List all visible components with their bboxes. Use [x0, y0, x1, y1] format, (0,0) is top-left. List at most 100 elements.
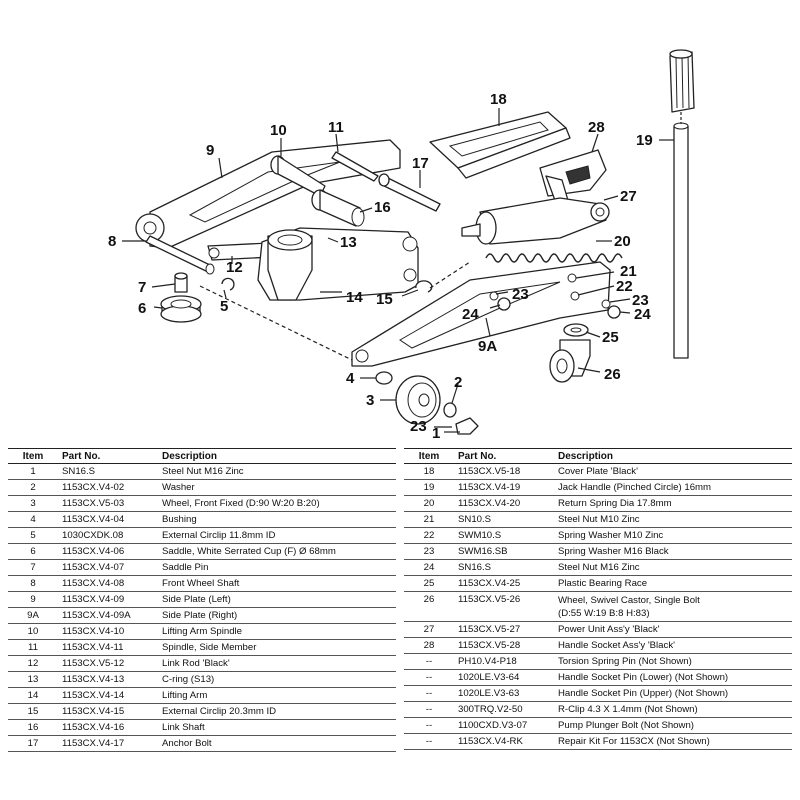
link-shaft-part	[311, 189, 365, 227]
item-cell: 20	[404, 495, 454, 512]
callout-16: 16	[374, 199, 391, 216]
exploded-parts-diagram: 9 10 11 17 18 28 19 27 20 16 13 8 12 14 …	[108, 49, 695, 440]
item-cell: 27	[404, 621, 454, 638]
spring-washer-m16-right-part	[601, 299, 611, 309]
item-cell: 19	[404, 479, 454, 496]
steel-nut-m16-right-part	[607, 305, 621, 319]
part-no-cell: 1153CX.V5-28	[454, 637, 554, 654]
part-no-cell: SN10.S	[454, 511, 554, 528]
description-cell: R-Clip 4.3 X 1.4mm (Not Shown)	[554, 701, 792, 718]
spring-washer-m10-part	[570, 291, 580, 301]
header-item: Item	[8, 448, 58, 464]
description-cell: Steel Nut M10 Zinc	[554, 511, 792, 528]
return-spring-part	[485, 253, 623, 263]
part-no-cell: 300TRQ.V2-50	[454, 701, 554, 718]
description-cell: Lifting Arm	[158, 687, 396, 704]
description-cell: Return Spring Dia 17.8mm	[554, 495, 792, 512]
description-cell: Power Unit Ass'y 'Black'	[554, 621, 792, 638]
part-no-cell: SWM16.SB	[454, 543, 554, 560]
spindle-side-member-part	[331, 151, 379, 182]
part-no-cell: 1153CX.V4-25	[454, 575, 554, 592]
part-no-cell: 1153CX.V4-11	[58, 639, 158, 656]
description-line-2: (D:55 W:19 B:8 H:83)	[558, 607, 650, 619]
callout-23-lower: 23	[410, 418, 427, 435]
callout-11: 11	[328, 119, 344, 136]
header-part-no: Part No.	[454, 448, 554, 464]
item-cell: 18	[404, 463, 454, 480]
header-description: Description	[158, 448, 396, 464]
item-cell: 1	[8, 463, 58, 480]
item-cell: 6	[8, 543, 58, 560]
callout-9a: 9A	[478, 338, 497, 355]
part-no-cell: 1153CX.V4-09A	[58, 607, 158, 624]
item-cell: 21	[404, 511, 454, 528]
description-cell: Front Wheel Shaft	[158, 575, 396, 592]
table-header-row: Item Part No. Description	[404, 448, 792, 464]
description-cell: Plastic Bearing Race	[554, 575, 792, 592]
description-cell: Handle Socket Pin (Lower) (Not Shown)	[554, 669, 792, 686]
part-no-cell: 1153CX.V4-09	[58, 591, 158, 608]
part-no-cell: 1153CX.V4-15	[58, 703, 158, 720]
callout-5: 5	[220, 298, 228, 315]
description-cell: Handle Socket Ass'y 'Black'	[554, 637, 792, 654]
description-cell: Torsion Spring Pin (Not Shown)	[554, 653, 792, 670]
steel-nut-m10-part	[567, 273, 577, 283]
header-item: Item	[404, 448, 454, 464]
callout-25: 25	[602, 329, 619, 346]
description-cell: Pump Plunger Bolt (Not Shown)	[554, 717, 792, 734]
part-no-cell: SWM10.S	[454, 527, 554, 544]
item-cell: 24	[404, 559, 454, 576]
description-cell: External Circlip 11.8mm ID	[158, 527, 396, 544]
item-cell: --	[404, 653, 454, 670]
description-cell: Link Shaft	[158, 719, 396, 736]
description-cell: Bushing	[158, 511, 396, 528]
part-no-cell: 1100CXD.V3-07	[454, 717, 554, 734]
item-cell: 15	[8, 703, 58, 720]
callout-23-right: 23	[632, 292, 649, 309]
item-cell: --	[404, 717, 454, 734]
front-wheel-shaft-part	[145, 235, 215, 275]
description-cell: Wheel, Swivel Castor, Single Bolt(D:55 W…	[554, 591, 792, 622]
bearing-race-part	[563, 323, 589, 337]
item-cell: 13	[8, 671, 58, 688]
assembly-guide-lines	[199, 261, 471, 361]
part-no-cell: 1153CX.V4-16	[58, 719, 158, 736]
saddle-holder-part	[267, 229, 313, 301]
item-cell: 10	[8, 623, 58, 640]
callout-26: 26	[604, 366, 621, 383]
callout-27: 27	[620, 188, 637, 205]
description-cell: C-ring (S13)	[158, 671, 396, 688]
description-cell: Anchor Bolt	[158, 735, 396, 752]
header-description: Description	[554, 448, 792, 464]
description-cell: Wheel, Front Fixed (D:90 W:20 B:20)	[158, 495, 396, 512]
callout-23-upper: 23	[512, 286, 529, 303]
callout-24-left: 24	[462, 306, 479, 323]
part-no-cell: 1020LE.V3-63	[454, 685, 554, 702]
item-cell: 26	[404, 591, 454, 622]
item-cell: 25	[404, 575, 454, 592]
part-no-cell: 1153CX.V5-18	[454, 463, 554, 480]
description-cell: Spring Washer M10 Zinc	[554, 527, 792, 544]
description-cell: Link Rod 'Black'	[158, 655, 396, 672]
callout-8: 8	[108, 233, 116, 250]
